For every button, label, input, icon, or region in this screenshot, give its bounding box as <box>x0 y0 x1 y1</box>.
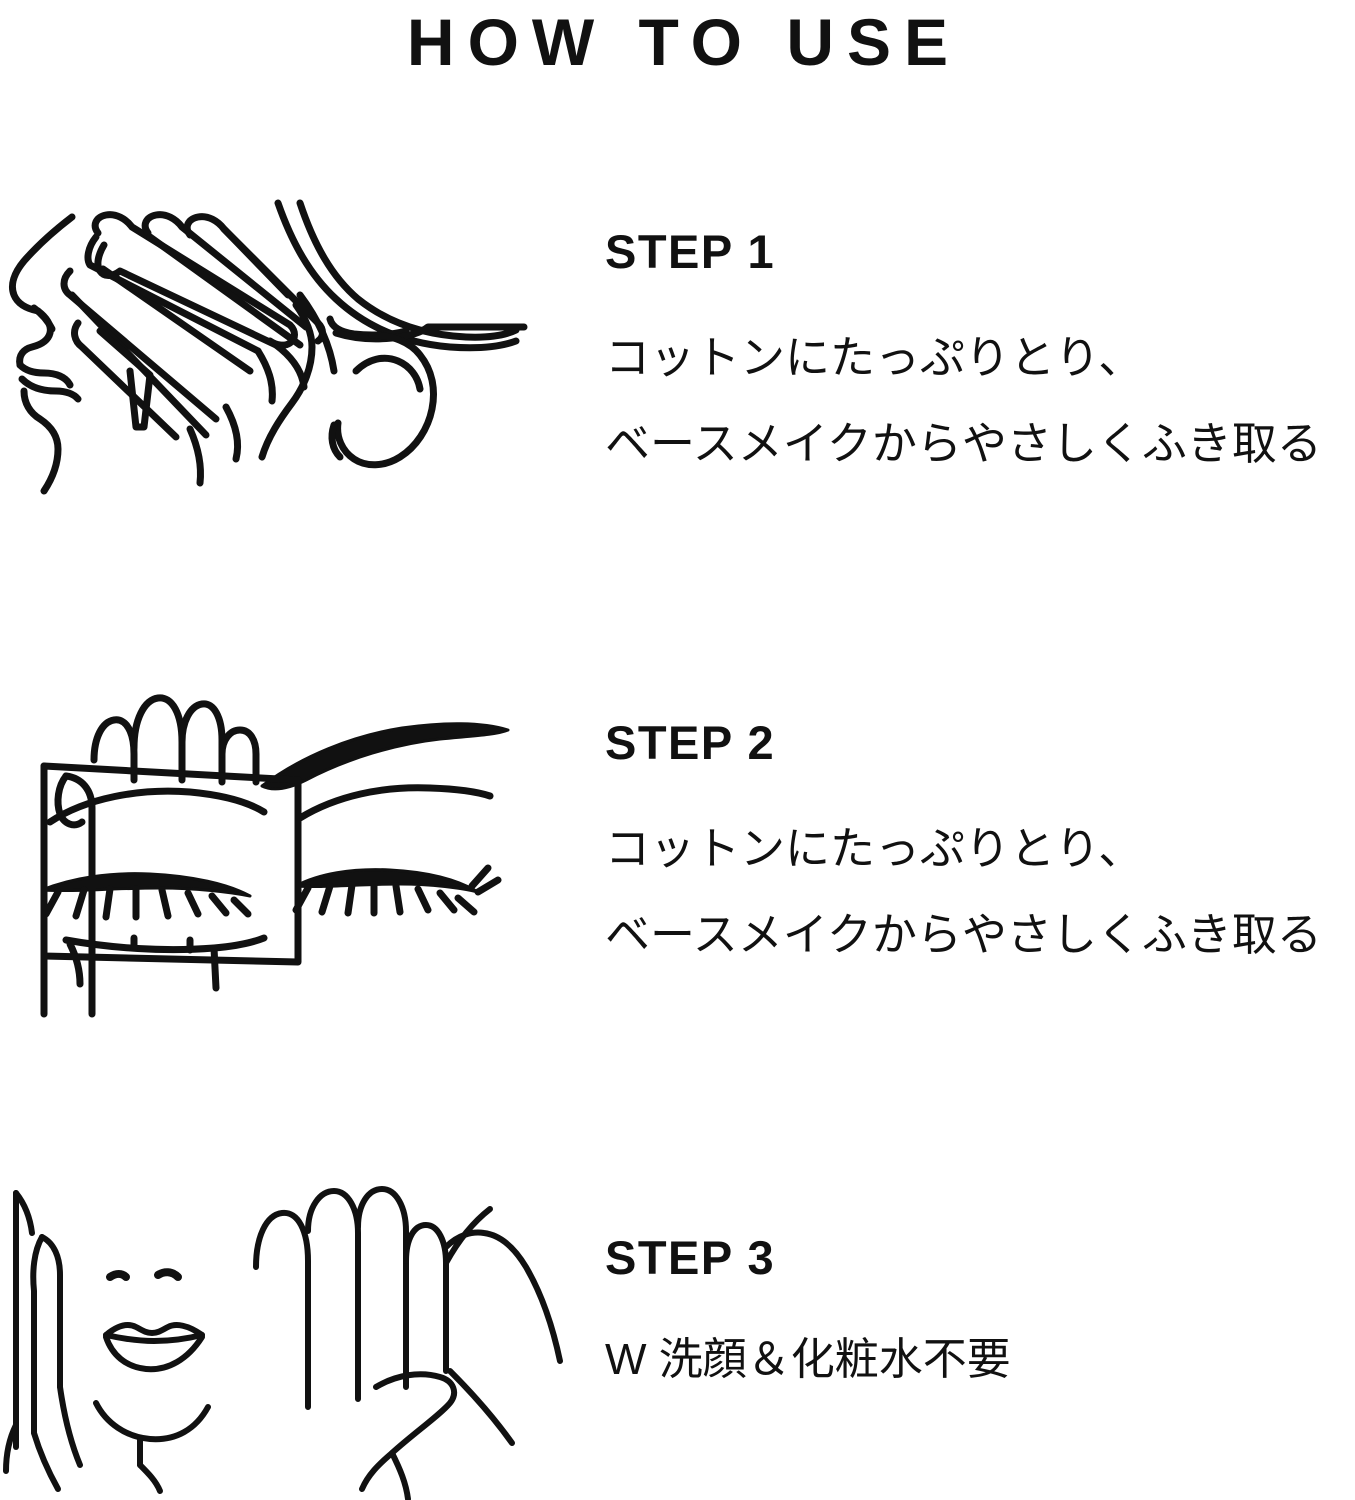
step-body: コットンにたっぷりとり、 ベースメイクからやさしくふき取る <box>605 806 1355 978</box>
step-heading: STEP 2 <box>605 716 776 769</box>
text-column-step-3: STEP 3 W 洗顔＆化粧水不要 <box>560 1175 1355 1403</box>
text-column-step-2: STEP 2 コットンにたっぷりとり、 ベースメイクからやさしくふき取る <box>560 640 1355 978</box>
hand-holding-cotton-pad-over-eye-icon <box>40 694 510 1018</box>
step-body-line: W 洗顔＆化粧水不要 <box>605 1335 1011 1384</box>
step-body-line: ベースメイクからやさしくふき取る <box>605 909 1322 960</box>
illustration-step-1 <box>0 175 560 535</box>
step-heading: STEP 3 <box>605 1231 776 1284</box>
face-with-hands-patting-cheeks-icon <box>3 1186 563 1500</box>
step-body-line: コットンにたっぷりとり、 <box>605 823 1144 874</box>
step-row-2: STEP 2 コットンにたっぷりとり、 ベースメイクからやさしくふき取る <box>0 640 1355 1018</box>
illustration-step-3 <box>0 1175 563 1500</box>
step-body-line: ベースメイクからやさしくふき取る <box>605 418 1322 469</box>
step-body-line: コットンにたっぷりとり、 <box>605 332 1144 383</box>
step-body: コットンにたっぷりとり、 ベースメイクからやさしくふき取る <box>605 315 1355 487</box>
page-title: HOW TO USE <box>406 5 962 79</box>
step-body: W 洗顔＆化粧水不要 <box>605 1317 1355 1403</box>
face-profile-wiping-cheek-icon <box>8 199 528 495</box>
step-heading: STEP 1 <box>605 225 776 278</box>
step-row-3: STEP 3 W 洗顔＆化粧水不要 <box>0 1175 1355 1500</box>
step-row-1: STEP 1 コットンにたっぷりとり、 ベースメイクからやさしくふき取る <box>0 175 1355 535</box>
illustration-step-2 <box>0 640 560 1018</box>
text-column-step-1: STEP 1 コットンにたっぷりとり、 ベースメイクからやさしくふき取る <box>560 175 1355 487</box>
